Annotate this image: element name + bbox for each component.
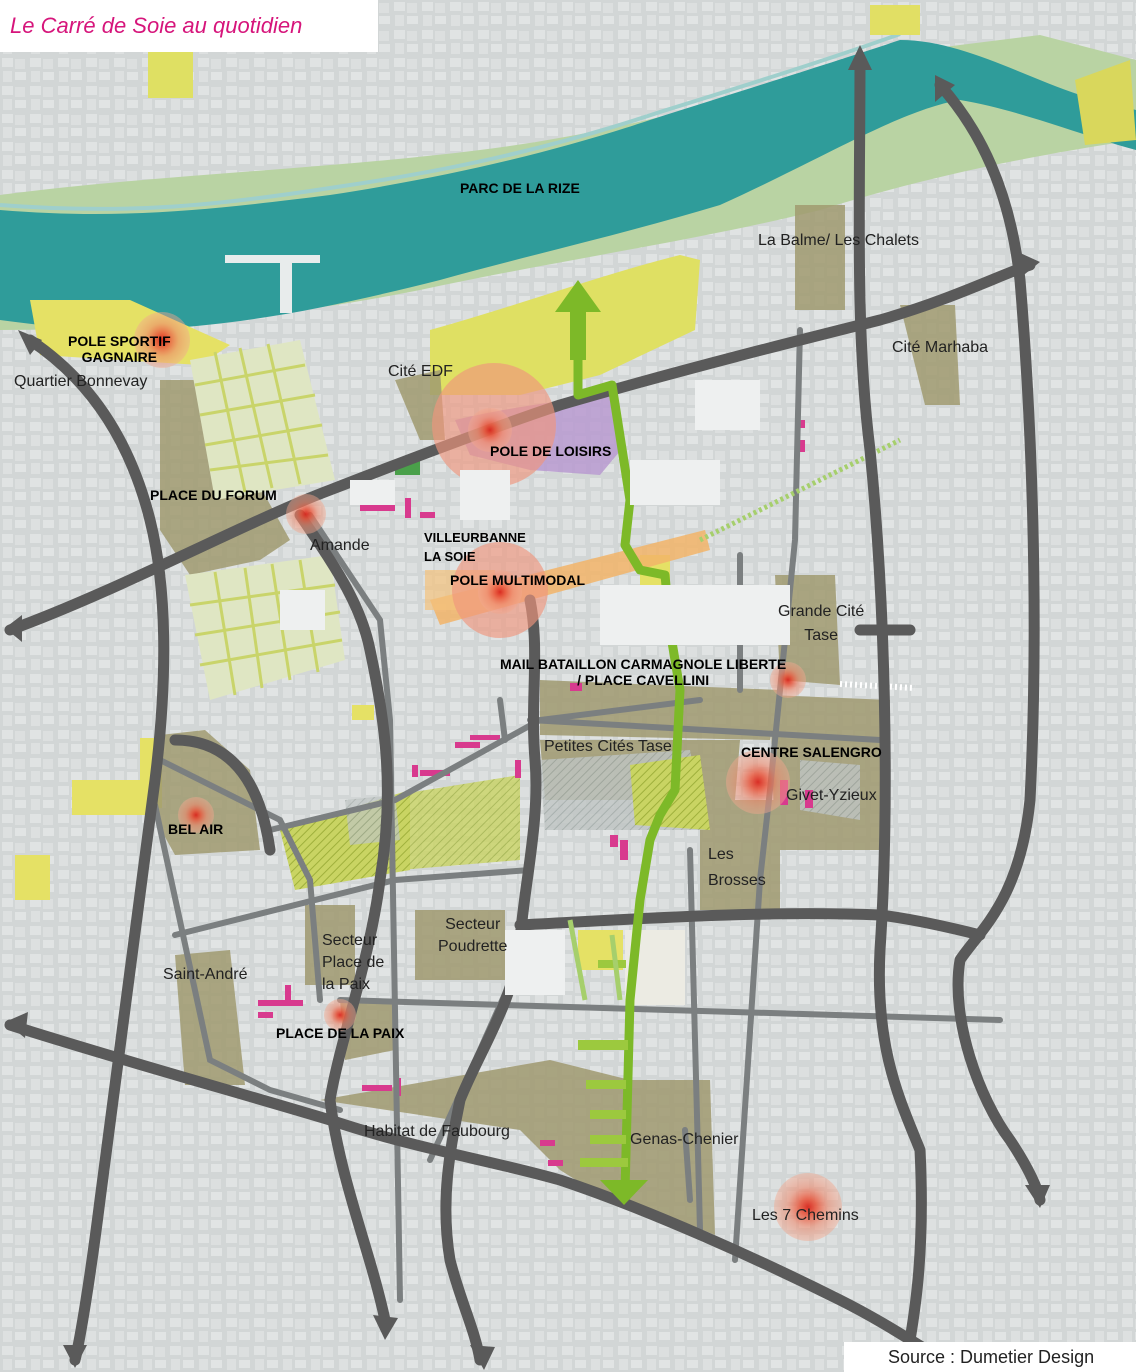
yellow-ne: [1075, 60, 1136, 145]
hatched-area-2: [395, 775, 520, 870]
hotspot-bel-air: [178, 797, 214, 833]
green-grid-north: [190, 340, 335, 500]
green-arrow-south: [600, 1180, 648, 1205]
white-buildings: [280, 380, 790, 995]
label-pole-loisirs: POLE DE LOISIRS: [490, 443, 612, 459]
yellow-west1: [72, 780, 152, 815]
label-grande-cite-tase: Grande Cité Tase: [778, 603, 865, 644]
main-roads: [4, 54, 1046, 1366]
yellow-parc: [430, 255, 700, 395]
hotspot-cavellini: [770, 662, 806, 698]
yellow-west2: [15, 855, 50, 900]
label-givet-yzieux: Givet-Yzieux: [786, 787, 877, 804]
hotspot-pole-loisirs: [468, 408, 512, 452]
yellow-tr: [870, 5, 920, 35]
hotspot-pole-sportif: [134, 312, 190, 368]
hotspot-7-chemins: [774, 1173, 842, 1241]
label-saint-andre: Saint-André: [163, 966, 248, 983]
label-pole-sportif: POLE SPORTIF GAGNAIRE: [68, 333, 171, 365]
label-mail-bataillon: MAIL BATAILLON CARMAGNOLE LIBERTE / PLAC…: [500, 656, 787, 688]
green-arrow-north: [555, 280, 601, 360]
label-habitat-faubourg: Habitat de Faubourg: [364, 1123, 510, 1140]
label-la-balme: La Balme/ Les Chalets: [758, 232, 919, 249]
green-axis-south-extension: [567, 919, 623, 1001]
hotspot-multimodal: [478, 570, 522, 614]
label-cite-edf: Cité EDF: [388, 363, 453, 380]
hatched-area-5: [800, 760, 860, 820]
pink-buildings: [258, 420, 813, 1166]
label-genas-chenier: Genas-Chenier: [630, 1131, 739, 1148]
label-bel-air: BEL AIR: [168, 821, 224, 837]
label-quartier-bonnevay: Quartier Bonnevay: [14, 373, 148, 390]
label-parc-rize: PARC DE LA RIZE: [460, 180, 580, 196]
hotspot-salengro: [726, 750, 790, 814]
label-place-paix: PLACE DE LA PAIX: [276, 1025, 405, 1041]
label-secteur-poudrette: Secteur Poudrette: [438, 916, 508, 955]
pier: [225, 255, 320, 263]
yellow-small: [352, 705, 374, 720]
map-title: Le Carré de Soie au quotidien: [0, 0, 378, 52]
label-amande: Amande: [310, 537, 370, 554]
label-les-7-chemins: Les 7 Chemins: [752, 1207, 859, 1224]
hotspot-place-paix: [324, 999, 356, 1031]
river-bank: [0, 32, 901, 211]
road-arrowheads: [5, 45, 1050, 1370]
label-petites-cites-tase: Petites Cités Tase: [544, 738, 672, 755]
label-pole-multimodal: POLE MULTIMODAL: [450, 572, 586, 588]
secondary-roads: [152, 327, 1003, 1303]
label-cite-marhaba: Cité Marhaba: [892, 339, 989, 356]
source-credit: Source : Dumetier Design: [844, 1342, 1136, 1372]
pier-post: [280, 258, 292, 313]
label-secteur-place-paix: Secteur Place de la Paix: [322, 932, 385, 993]
hotspot-place-forum: [286, 494, 326, 534]
green-fingers: [578, 960, 628, 1167]
label-les-brosses: Les Brosses: [708, 846, 766, 889]
label-villeurbanne-soie: VILLEURBANNE LA SOIE: [424, 530, 526, 564]
hotspots: [134, 312, 842, 1241]
label-centre-salengro: CENTRE SALENGRO: [741, 744, 882, 760]
yellow-top: [148, 52, 193, 98]
label-place-forum: PLACE DU FORUM: [150, 487, 277, 503]
